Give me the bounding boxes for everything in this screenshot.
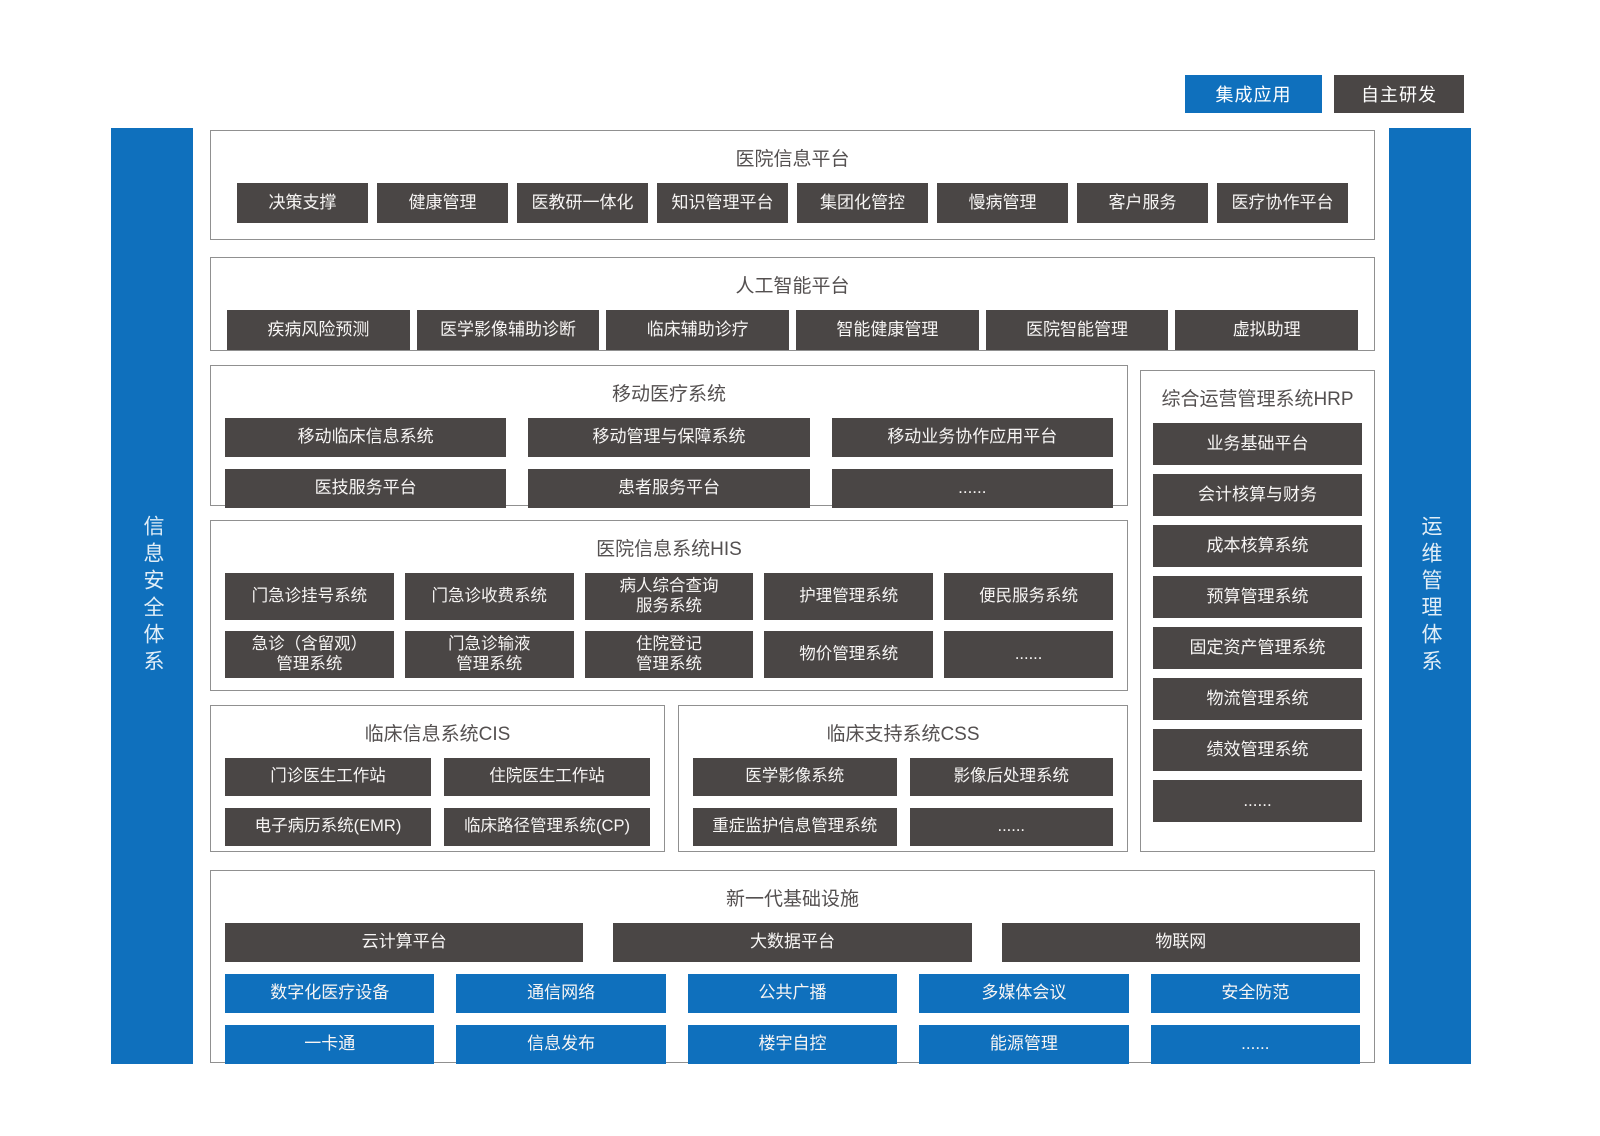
system-box: 多媒体会议: [919, 974, 1129, 1013]
system-box: 门急诊输液 管理系统: [404, 631, 574, 678]
system-box: 健康管理: [377, 183, 508, 223]
system-box: 门诊医生工作站: [225, 758, 431, 796]
system-box: 急诊（含留观） 管理系统: [225, 631, 394, 678]
system-box: 医学影像系统: [693, 758, 897, 796]
ellipsis-box: ......: [909, 808, 1113, 846]
system-box: 医疗协作平台: [1217, 183, 1348, 223]
system-box: 安全防范: [1150, 974, 1361, 1013]
system-box: 慢病管理: [937, 183, 1068, 223]
section-cis: 临床信息系统CIS 门诊医生工作站 住院医生工作站 电子病历系统(EMR) 临床…: [210, 705, 665, 852]
section-css: 临床支持系统CSS 医学影像系统 影像后处理系统 重症监护信息管理系统 ....…: [678, 705, 1128, 852]
his-row: 急诊（含留观） 管理系统 门急诊输液 管理系统 住院登记 管理系统 物价管理系统…: [211, 631, 1127, 678]
infra-dark-row: 云计算平台 大数据平台 物联网: [211, 923, 1374, 962]
section-title: 医院信息平台: [735, 149, 850, 170]
system-box: 住院登记 管理系统: [584, 631, 754, 678]
ellipsis-box: ......: [944, 631, 1113, 678]
system-box: 门急诊收费系统: [404, 573, 574, 620]
system-box: 物联网: [1001, 923, 1360, 962]
his-row: 门急诊挂号系统 门急诊收费系统 病人综合查询 服务系统 护理管理系统 便民服务系…: [211, 573, 1127, 620]
legend-integrated-badge: 集成应用: [1185, 75, 1322, 113]
ellipsis-box: ......: [1153, 780, 1362, 822]
system-box: 大数据平台: [613, 923, 972, 962]
system-box: 智能健康管理: [796, 310, 979, 350]
system-box: 影像后处理系统: [909, 758, 1113, 796]
system-box: 数字化医疗设备: [225, 974, 435, 1013]
system-box: 医院智能管理: [985, 310, 1169, 350]
system-box: 重症监护信息管理系统: [693, 808, 897, 846]
system-box: 客户服务: [1077, 183, 1208, 223]
section-ai-platform: 人工智能平台 疾病风险预测 医学影像辅助诊断 临床辅助诊疗 智能健康管理 医院智…: [210, 257, 1375, 351]
section-title: 人工智能平台: [735, 276, 850, 297]
cis-row: 门诊医生工作站 住院医生工作站: [211, 758, 664, 796]
system-box: 信息发布: [456, 1025, 666, 1064]
system-box: 门急诊挂号系统: [225, 573, 394, 620]
infra-blue-row: 一卡通 信息发布 楼宇自控 能源管理 ......: [211, 1025, 1374, 1064]
system-box: 集团化管控: [797, 183, 928, 223]
css-row: 重症监护信息管理系统 ......: [679, 808, 1127, 846]
system-box: 通信网络: [456, 974, 666, 1013]
system-box: 云计算平台: [225, 923, 584, 962]
system-box: 业务基础平台: [1153, 423, 1362, 465]
system-box: 一卡通: [225, 1025, 435, 1064]
mobile-row: 移动临床信息系统 移动管理与保障系统 移动业务协作应用平台: [211, 418, 1127, 457]
ai-row: 疾病风险预测 医学影像辅助诊断 临床辅助诊疗 智能健康管理 医院智能管理 虚拟助…: [211, 310, 1374, 350]
security-system-label: 信息安全体系: [141, 515, 164, 677]
ops-management-label: 运维管理体系: [1419, 515, 1442, 677]
legend-self-developed-badge: 自主研发: [1334, 75, 1464, 113]
section-hospital-info-platform: 医院信息平台 决策支撑 健康管理 医教研一体化 知识管理平台 集团化管控 慢病管…: [210, 130, 1375, 240]
section-his: 医院信息系统HIS 门急诊挂号系统 门急诊收费系统 病人综合查询 服务系统 护理…: [210, 520, 1128, 691]
ops-management-sidebar: 运维管理体系: [1389, 128, 1471, 1064]
system-box: 物价管理系统: [764, 631, 934, 678]
system-box: 医教研一体化: [517, 183, 648, 223]
mobile-row: 医技服务平台 患者服务平台 ......: [211, 469, 1127, 508]
system-box: 移动管理与保障系统: [528, 418, 810, 457]
section-title: 医院信息系统HIS: [596, 539, 742, 560]
system-box: 知识管理平台: [657, 183, 788, 223]
system-box: 医学影像辅助诊断: [416, 310, 600, 350]
infra-blue-row: 数字化医疗设备 通信网络 公共广播 多媒体会议 安全防范: [211, 974, 1374, 1013]
system-box: 移动临床信息系统: [225, 418, 507, 457]
platform-row: 决策支撑 健康管理 医教研一体化 知识管理平台 集团化管控 慢病管理 客户服务 …: [211, 183, 1374, 223]
css-row: 医学影像系统 影像后处理系统: [679, 758, 1127, 796]
system-box: 临床辅助诊疗: [606, 310, 790, 350]
system-box: 绩效管理系统: [1153, 729, 1362, 771]
system-box: 患者服务平台: [528, 469, 810, 508]
system-box: 预算管理系统: [1153, 576, 1362, 618]
section-hrp: 综合运营管理系统HRP 业务基础平台 会计核算与财务 成本核算系统 预算管理系统…: [1140, 370, 1375, 852]
system-box: 能源管理: [919, 1025, 1129, 1064]
section-title: 综合运营管理系统HRP: [1161, 389, 1354, 410]
system-box: 决策支撑: [237, 183, 368, 223]
system-box: 医技服务平台: [225, 469, 507, 508]
security-system-sidebar: 信息安全体系: [111, 128, 193, 1064]
section-title: 移动医疗系统: [611, 384, 726, 405]
system-box: 固定资产管理系统: [1153, 627, 1362, 669]
system-box: 虚拟助理: [1175, 310, 1359, 350]
system-box: 移动业务协作应用平台: [831, 418, 1113, 457]
system-box: 物流管理系统: [1153, 678, 1362, 720]
system-box: 护理管理系统: [764, 573, 934, 620]
system-box: 电子病历系统(EMR): [225, 808, 431, 846]
hrp-column: 业务基础平台 会计核算与财务 成本核算系统 预算管理系统 固定资产管理系统 物流…: [1141, 423, 1374, 822]
ellipsis-box: ......: [831, 469, 1113, 508]
section-title: 临床信息系统CIS: [364, 724, 511, 745]
system-box: 成本核算系统: [1153, 525, 1362, 567]
system-box: 公共广播: [687, 974, 898, 1013]
ellipsis-box: ......: [1150, 1025, 1361, 1064]
system-box: 便民服务系统: [944, 573, 1113, 620]
system-box: 楼宇自控: [687, 1025, 898, 1064]
system-box: 疾病风险预测: [227, 310, 410, 350]
system-box: 临床路径管理系统(CP): [444, 808, 650, 846]
section-mobile-medical: 移动医疗系统 移动临床信息系统 移动管理与保障系统 移动业务协作应用平台 医技服…: [210, 365, 1128, 508]
section-title: 新一代基础设施: [725, 889, 859, 910]
system-box: 住院医生工作站: [444, 758, 650, 796]
system-box: 会计核算与财务: [1153, 474, 1362, 516]
cis-row: 电子病历系统(EMR) 临床路径管理系统(CP): [211, 808, 664, 846]
section-infrastructure: 新一代基础设施 云计算平台 大数据平台 物联网 数字化医疗设备 通信网络 公共广…: [210, 870, 1375, 1064]
section-title: 临床支持系统CSS: [826, 724, 980, 745]
system-box: 病人综合查询 服务系统: [584, 573, 754, 620]
